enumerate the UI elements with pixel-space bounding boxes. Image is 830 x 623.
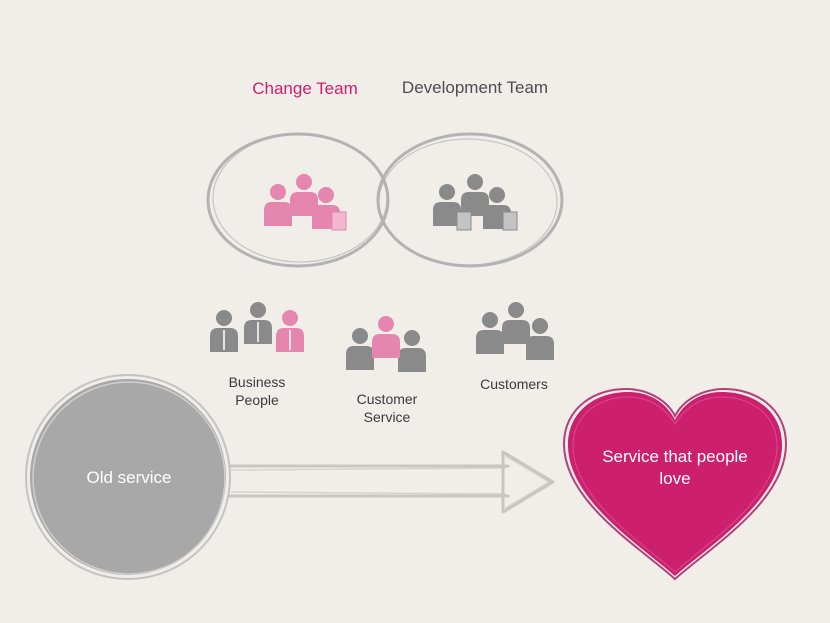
business-people-label: Business People	[228, 374, 286, 408]
customer-service-icon	[346, 316, 426, 372]
customers-label: Customers	[480, 376, 548, 392]
change-team-title: Change Team	[252, 79, 358, 98]
development-team-ellipse	[376, 132, 564, 268]
change-team-ellipse-sketch	[212, 133, 388, 263]
arrow-right-icon	[228, 450, 555, 514]
development-team-ellipse-sketch	[378, 138, 558, 266]
target-service-label: Service that people love	[602, 447, 748, 489]
development-team-title: Development Team	[401, 78, 549, 97]
old-service-label: Old service	[86, 468, 172, 487]
customer-service-label: Customer Service	[356, 391, 418, 425]
heart-icon	[562, 387, 788, 581]
business-people-icon	[210, 302, 304, 352]
old-service-circle	[25, 374, 231, 580]
people-group-icon	[264, 174, 347, 231]
venn-diagram	[206, 132, 564, 268]
people-group-icon	[433, 174, 518, 231]
customers-icon	[476, 302, 554, 360]
